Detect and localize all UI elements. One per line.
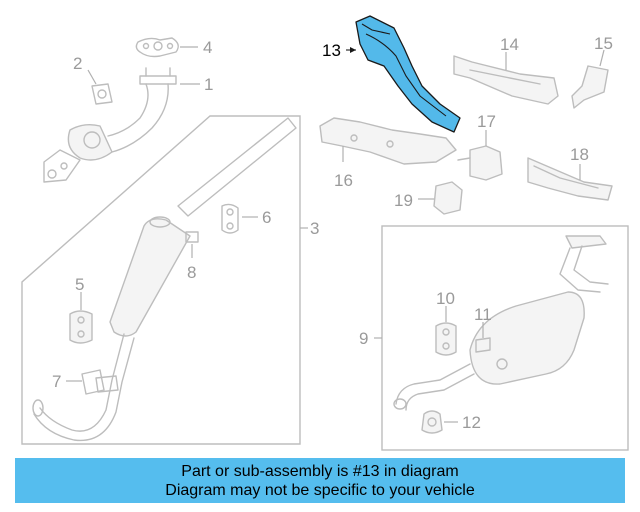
part-6-hanger[interactable] bbox=[221, 203, 258, 234]
part-17-isolator[interactable] bbox=[457, 130, 503, 181]
callout-1: 1 bbox=[204, 75, 213, 94]
callout-14: 14 bbox=[500, 35, 519, 54]
callout-13: 13 bbox=[322, 41, 341, 60]
part-11-bolt[interactable] bbox=[475, 322, 491, 353]
callout-19: 19 bbox=[394, 191, 413, 210]
part-3-muffler-assembly[interactable] bbox=[32, 117, 297, 442]
banner-line-1: Part or sub-assembly is #13 in diagram bbox=[181, 462, 459, 480]
part-4-gasket[interactable] bbox=[135, 37, 198, 58]
callout-16: 16 bbox=[334, 171, 353, 190]
part-19-isolator[interactable] bbox=[418, 181, 463, 215]
callout-10: 10 bbox=[436, 289, 455, 308]
callout-6: 6 bbox=[262, 208, 271, 227]
callout-3: 3 bbox=[310, 219, 319, 238]
callout-12: 12 bbox=[462, 413, 481, 432]
part-7-clamp[interactable] bbox=[66, 369, 105, 395]
callout-2: 2 bbox=[73, 54, 82, 73]
part-5-hanger[interactable] bbox=[69, 292, 93, 344]
callout-17: 17 bbox=[477, 112, 496, 131]
frame-3 bbox=[21, 115, 308, 445]
part-14-heat-shield[interactable] bbox=[453, 52, 559, 105]
callout-4: 4 bbox=[203, 38, 212, 57]
part-10-hanger[interactable] bbox=[435, 306, 457, 356]
part-2-gasket[interactable] bbox=[87, 69, 113, 105]
part-13-heat-shield[interactable] bbox=[346, 15, 461, 133]
frame-9 bbox=[374, 225, 629, 451]
part-18-heat-shield[interactable] bbox=[527, 157, 613, 201]
part-12-clamp[interactable] bbox=[421, 410, 458, 434]
part-1-front-pipe[interactable] bbox=[43, 67, 200, 183]
exhaust-parts-diagram: 4 2 1 3 6 bbox=[21, 15, 629, 451]
callout-8: 8 bbox=[187, 263, 196, 282]
part-16-heat-shield[interactable] bbox=[319, 117, 457, 165]
callout-15: 15 bbox=[594, 34, 613, 53]
callout-5: 5 bbox=[75, 275, 84, 294]
callout-18: 18 bbox=[570, 145, 589, 164]
callout-9: 9 bbox=[359, 329, 368, 348]
part-8-bolt[interactable] bbox=[185, 231, 199, 258]
part-15-bracket[interactable] bbox=[571, 49, 609, 109]
callout-7: 7 bbox=[52, 372, 61, 391]
part-9-rear-muffler[interactable] bbox=[393, 235, 609, 411]
callout-11: 11 bbox=[474, 305, 492, 324]
banner-line-2: Diagram may not be specific to your vehi… bbox=[165, 481, 475, 499]
info-banner: Part or sub-assembly is #13 in diagram D… bbox=[15, 458, 625, 503]
